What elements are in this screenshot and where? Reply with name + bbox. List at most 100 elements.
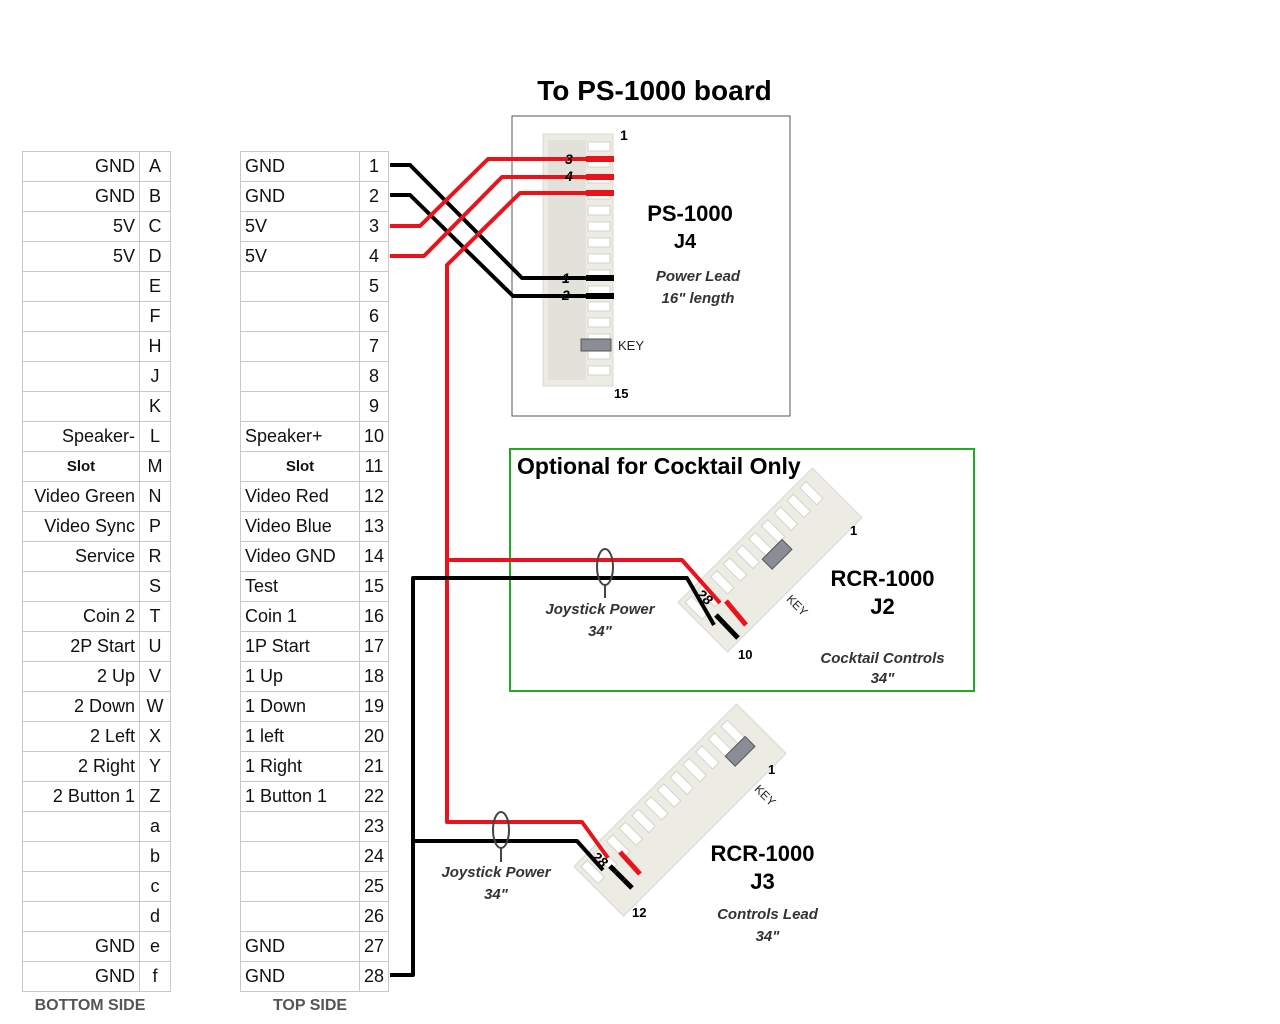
pin-label: Coin 2 [22, 601, 140, 632]
ps1000-pin-first: 1 [620, 127, 628, 143]
bottom-side-row: b [22, 841, 171, 872]
pin-label: Video Red [240, 481, 360, 512]
pin-label [22, 901, 140, 932]
pin-label: GND [240, 961, 360, 992]
pin-label [240, 811, 360, 842]
pin-id: a [139, 811, 171, 842]
j3-pin-last: 12 [632, 905, 646, 920]
pin-id: N [139, 481, 171, 512]
rcr-pin-slot [735, 544, 761, 570]
rcr-pin-slot [656, 783, 682, 808]
pin-label: Slot [240, 451, 360, 482]
pin-label [240, 871, 360, 902]
pin-label [22, 301, 140, 332]
pin-label: GND [240, 151, 360, 182]
diagram-title: To PS-1000 board [537, 75, 772, 106]
j3-connector-id: J3 [750, 869, 775, 894]
pin-label [240, 841, 360, 872]
rcr-pin-slot [773, 506, 799, 532]
top-side-row: 6 [240, 301, 390, 332]
pin-label: GND [22, 931, 140, 962]
ps1000-wire-pin-3: 3 [565, 151, 573, 167]
pin-id: 5 [358, 271, 390, 302]
ps1000-pin-slot [587, 141, 611, 152]
j3-red-stub [618, 850, 642, 876]
pin-label: 2P Start [22, 631, 140, 662]
pin-id: P [139, 511, 171, 542]
j2-key-label: KEY [784, 592, 811, 619]
wire-5v-joystick [445, 191, 612, 860]
rcr1000-j2-connector [677, 467, 863, 653]
j3-key-block [724, 735, 756, 767]
pin-label: Video Sync [22, 511, 140, 542]
pin-label [22, 571, 140, 602]
cocktail-optional-frame [509, 448, 975, 692]
pin-id: L [139, 421, 171, 452]
pin-id: J [139, 361, 171, 392]
pin-id: 19 [358, 691, 390, 722]
pin-label: 1 left [240, 721, 360, 752]
rcr-pin-slot [722, 557, 748, 582]
rcr-pin-slot [631, 808, 656, 834]
j2-joystick-length: 34" [588, 623, 612, 640]
j3-key-label: KEY [752, 782, 779, 809]
ps1000-connector-id: J4 [673, 231, 697, 253]
pin-label: 5V [22, 211, 140, 242]
rcr-pin-slot [709, 569, 735, 595]
ps1000-name: PS-1000 [647, 201, 733, 226]
pin-id: V [139, 661, 171, 692]
rcr-pin-slot [669, 770, 695, 796]
pin-id: f [139, 961, 171, 992]
pin-id: 20 [358, 721, 390, 752]
top-side-row: 9 [240, 391, 390, 422]
j2-name: RCR-1000 [830, 566, 935, 591]
ps1000-wire-pin-2: 2 [561, 287, 570, 303]
pin-label: GND [22, 181, 140, 212]
pin-id: 11 [358, 451, 390, 482]
pin-id: 1 [358, 151, 390, 182]
pin-id: 16 [358, 601, 390, 632]
ps1000-pin-slot [587, 221, 611, 232]
pin-id: 14 [358, 541, 390, 572]
wire-5v-4 [390, 175, 612, 258]
ps1000-pin-slot [587, 237, 611, 248]
pin-label: Slot [22, 451, 140, 482]
pin-id: 10 [358, 421, 390, 452]
top-side-row: 24 [240, 841, 390, 872]
pin-id: 13 [358, 511, 390, 542]
pin-id: 8 [358, 361, 390, 392]
pin-label: Test [240, 571, 360, 602]
ps1000-pin-slot [587, 317, 611, 328]
pin-id: R [139, 541, 171, 572]
bottom-side-row: E [22, 271, 171, 302]
bottom-side-label: BOTTOM SIDE [34, 997, 146, 1014]
bottom-side-row: J [22, 361, 171, 392]
pin-id: 6 [358, 301, 390, 332]
wire-5v-cocktail [447, 558, 722, 605]
pin-id: C [139, 211, 171, 242]
cocktail-box-title: Optional for Cocktail Only [517, 453, 801, 479]
rcr-pin-slot [798, 480, 824, 506]
j2-joystick-label: Joystick Power [545, 601, 655, 618]
pin-label: GND [22, 961, 140, 992]
